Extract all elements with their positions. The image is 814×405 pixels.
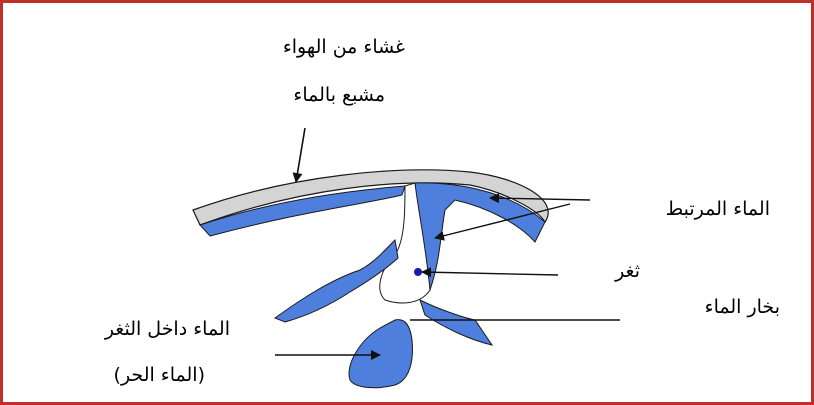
label-bound-water: الماء المرتبط: [600, 198, 770, 220]
bound-water-lower-left: [275, 240, 398, 322]
arrow-air-film: [296, 128, 305, 182]
label-air-film-1: غشاء من الهواء: [195, 36, 405, 58]
free-water-blob: [349, 320, 412, 388]
label-air-film-2: مشبع بالماء: [195, 84, 385, 106]
pore-dot: [414, 268, 422, 276]
label-pore-water-1: الماء داخل الثغر: [30, 318, 230, 340]
label-pore-water-2: (الماء الحر): [30, 364, 205, 386]
label-pore: ثغر: [590, 260, 640, 282]
arrow-pore: [422, 272, 558, 275]
label-water-vapor: بخار الماء: [620, 296, 780, 318]
bound-water-lower-right: [420, 300, 492, 345]
